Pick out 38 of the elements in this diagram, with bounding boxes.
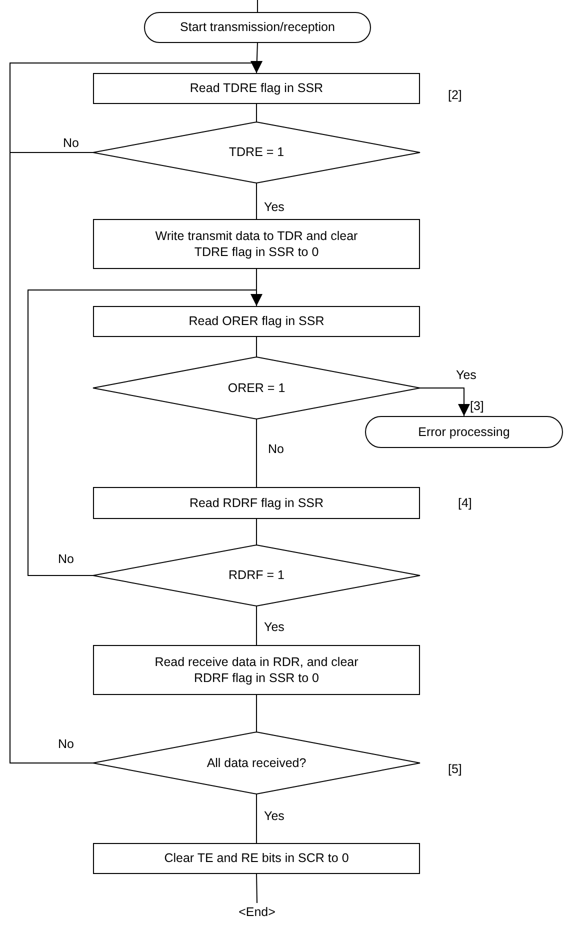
- arrow: [28, 290, 262, 576]
- connector-line: [256, 694, 257, 732]
- connector-line: [256, 418, 257, 488]
- end-text: <End>: [226, 903, 288, 921]
- connector-line: [257, 0, 258, 12]
- connector-line: [256, 606, 257, 646]
- connector-line: [256, 518, 257, 546]
- decision-diamond: TDRE = 1: [93, 122, 420, 183]
- edge-label: Yes: [455, 368, 478, 382]
- step-number: [5]: [448, 762, 462, 776]
- step-number: [4]: [458, 496, 472, 510]
- terminal-box: Start transmission/reception: [144, 12, 371, 43]
- decision-diamond: ORER = 1: [93, 357, 420, 419]
- process-box: Read ORER flag in SSR: [93, 306, 420, 337]
- process-box: Read RDRF flag in SSR: [93, 487, 420, 519]
- connector-line: [256, 794, 257, 844]
- process-box: Read receive data in RDR, and clear RDRF flag in SSR to 0: [93, 645, 420, 695]
- arrow: [420, 388, 470, 416]
- edge-label: No: [57, 737, 75, 751]
- edge-label: Yes: [263, 620, 286, 634]
- edge-label: Yes: [263, 200, 286, 214]
- edge-label: No: [267, 442, 285, 456]
- process-box: Read TDRE flag in SSR: [93, 73, 420, 104]
- process-box: Write transmit data to TDR and clear TDRE flag in SSR to 0: [93, 219, 420, 269]
- arrow: [10, 61, 262, 764]
- edge-label: No: [62, 136, 80, 150]
- step-number: [2]: [448, 88, 462, 102]
- process-box: Clear TE and RE bits in SCR to 0: [93, 843, 420, 874]
- connector-line: [256, 336, 257, 358]
- connector-line: [256, 182, 257, 220]
- terminal-box: Error processing: [365, 416, 563, 448]
- step-number: [3]: [470, 399, 484, 413]
- decision-diamond: All data received?: [93, 732, 420, 794]
- decision-diamond: RDRF = 1: [93, 545, 420, 606]
- connector-line: [256, 874, 258, 904]
- connector-line: [256, 104, 257, 122]
- edge-label: No: [57, 552, 75, 566]
- edge-label: Yes: [263, 809, 286, 823]
